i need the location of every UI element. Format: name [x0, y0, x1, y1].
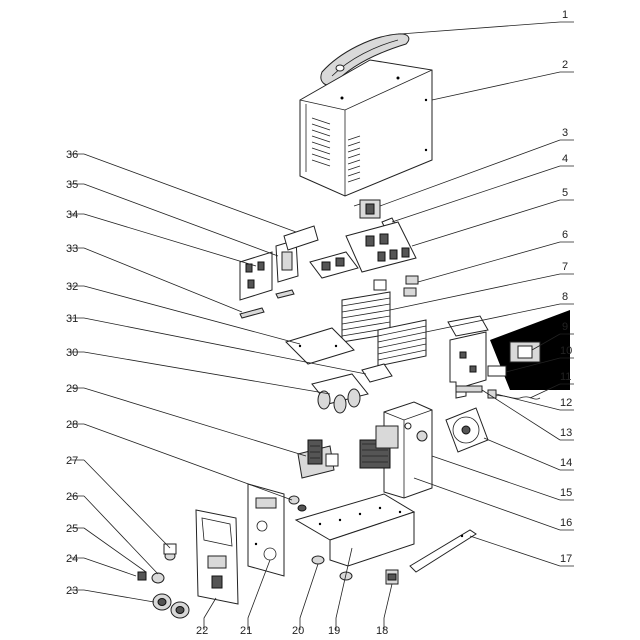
- part-transformer-bracket: [297, 439, 339, 479]
- part-top-cover: [299, 59, 433, 197]
- part-switch: [353, 199, 381, 219]
- part-clips: [403, 275, 419, 297]
- part-chassis: [383, 401, 433, 499]
- callout-3: 3: [562, 127, 568, 139]
- callout-23: 23: [66, 585, 78, 597]
- callout-30: 30: [66, 347, 78, 359]
- part-thin-bracket: [455, 385, 483, 393]
- callout-11: 11: [560, 371, 571, 383]
- part-connector: [385, 569, 399, 585]
- callout-18: 18: [376, 625, 388, 637]
- callout-31: 31: [66, 313, 78, 325]
- callout-36: 36: [66, 149, 78, 161]
- callout-24: 24: [66, 553, 78, 565]
- part-cable: [487, 389, 541, 400]
- callout-27: 27: [66, 455, 78, 467]
- callout-17: 17: [560, 553, 572, 565]
- callout-35: 35: [66, 179, 78, 191]
- part-knobs: [137, 543, 177, 584]
- callout-20: 20: [292, 625, 304, 637]
- callout-7: 7: [562, 261, 568, 273]
- callout-13: 13: [560, 427, 572, 439]
- callout-34: 34: [66, 209, 78, 221]
- callout-22: 22: [196, 625, 208, 637]
- callout-9: 9: [562, 321, 568, 333]
- callout-labels: 1 2 3 4 5 6 7 8 9 10 11 12 13 14 15 16 1…: [66, 9, 572, 637]
- part-insulating-pad: [361, 363, 393, 383]
- part-front-panel: [195, 509, 239, 605]
- callout-1: 1: [562, 9, 568, 21]
- callout-29: 29: [66, 383, 78, 395]
- callout-12: 12: [560, 397, 572, 409]
- callout-33: 33: [66, 243, 78, 255]
- part-fan-shroud: [490, 310, 570, 390]
- callout-15: 15: [560, 487, 572, 499]
- part-terminal-block: [487, 365, 507, 377]
- part-base-plate: [294, 493, 416, 567]
- callout-2: 2: [562, 59, 568, 71]
- callout-21: 21: [240, 625, 252, 637]
- callout-6: 6: [562, 229, 568, 241]
- callout-5: 5: [562, 187, 568, 199]
- part-capacitor-board: [311, 373, 369, 414]
- callout-32: 32: [66, 281, 78, 293]
- cover-vent-right: [347, 135, 361, 183]
- part-strap: [409, 529, 477, 573]
- callout-26: 26: [66, 491, 78, 503]
- part-transformer: [359, 425, 399, 469]
- callout-4: 4: [562, 153, 568, 165]
- part-front-board: [247, 483, 285, 577]
- part-output-terminals: [152, 593, 190, 619]
- part-fan: [445, 407, 489, 453]
- callout-19: 19: [328, 625, 340, 637]
- leader-lines: [70, 21, 574, 630]
- part-heatsink-right: [377, 319, 427, 367]
- callout-14: 14: [560, 457, 572, 469]
- callout-25: 25: [66, 523, 78, 535]
- part-rear-bracket: [283, 225, 387, 291]
- callout-10: 10: [560, 345, 572, 357]
- part-bushing: [288, 495, 307, 512]
- cover-vent-left: [311, 117, 331, 167]
- callout-8: 8: [562, 291, 568, 303]
- callout-16: 16: [560, 517, 572, 529]
- part-rail: [239, 289, 295, 319]
- part-upper-board: [345, 221, 417, 273]
- part-cover-plate: [285, 327, 355, 365]
- callout-28: 28: [66, 419, 78, 431]
